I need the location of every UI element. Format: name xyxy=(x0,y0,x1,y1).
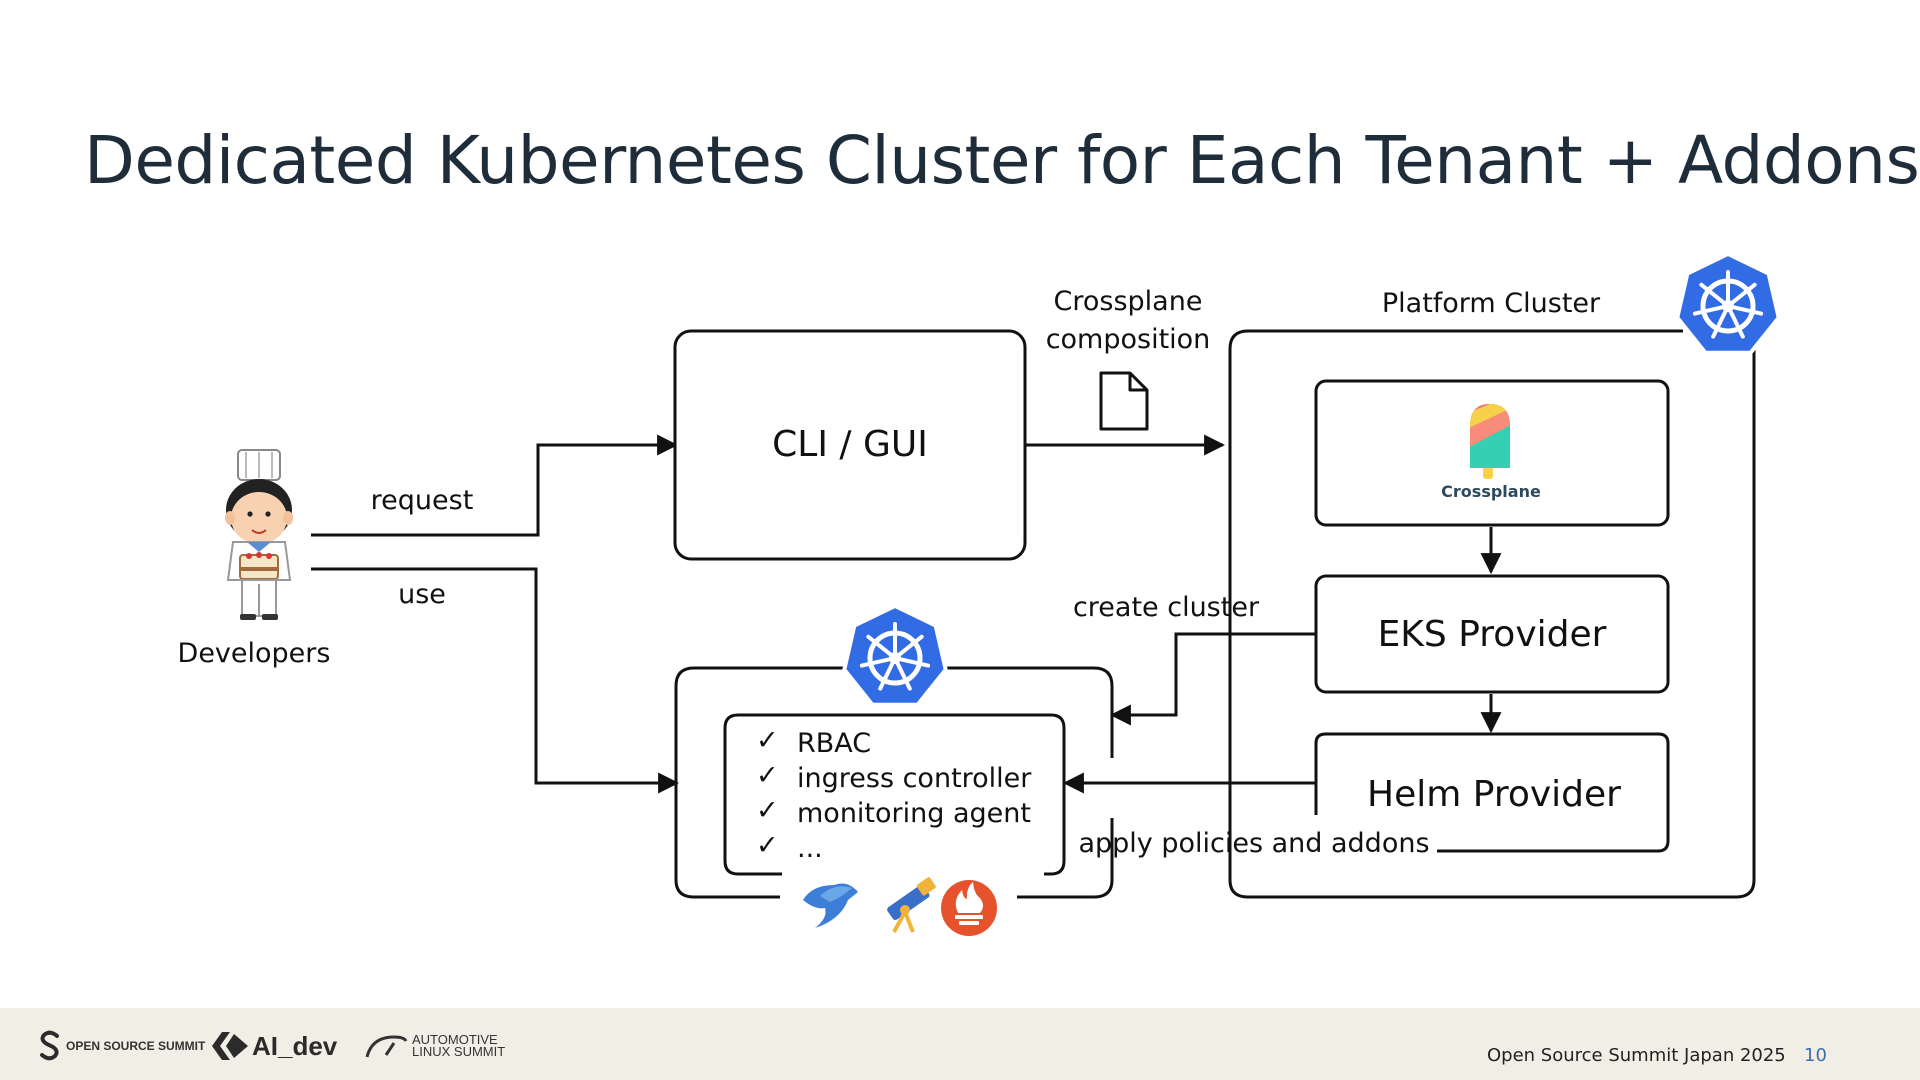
helm-provider-box xyxy=(1314,732,1670,853)
helm-provider-label: Helm Provider xyxy=(1367,774,1621,815)
document-icon xyxy=(1099,371,1149,431)
ai-dev-logo: AI_dev xyxy=(212,1028,337,1064)
kubernetes-icon xyxy=(844,606,945,705)
create-cluster-label: create cluster xyxy=(1073,592,1260,623)
developers-label: Developers xyxy=(178,638,331,669)
check-icon: ✓ xyxy=(756,760,779,791)
oss-logo-text: OPEN SOURCE SUMMIT xyxy=(66,1039,206,1053)
addons-box xyxy=(723,713,1066,876)
kubernetes-icon xyxy=(1677,254,1778,353)
als-logo-line1: AUTOMOTIVE xyxy=(412,1032,498,1047)
telescope-icon xyxy=(887,877,936,933)
als-logo: AUTOMOTIVE LINUX SUMMIT xyxy=(364,1028,505,1064)
page-number: 10 xyxy=(1804,1045,1827,1066)
create-cluster-edge xyxy=(1109,632,1316,726)
check-icon: ✓ xyxy=(756,830,779,861)
platform-cluster-box xyxy=(1228,329,1756,899)
developer-chef-icon xyxy=(225,449,293,620)
fluentbit-bird-icon xyxy=(803,883,858,928)
footer-bar: OPEN SOURCE SUMMIT AI_dev AUTOMOTIVE LIN… xyxy=(0,1008,1920,1080)
conference-name: Open Source Summit Japan 2025 xyxy=(1487,1045,1786,1066)
composition-label-line1: Crossplane xyxy=(1054,286,1203,317)
oss-s-icon xyxy=(40,1030,59,1061)
cli-gui-label: CLI / GUI xyxy=(772,424,928,465)
cli-gui-box xyxy=(673,329,1027,561)
addon-item: monitoring agent xyxy=(797,798,1031,829)
crossplane-logo-text: Crossplane xyxy=(1441,482,1541,501)
composition-label-line2: composition xyxy=(1046,324,1211,355)
eks-provider-label: EKS Provider xyxy=(1378,614,1607,655)
use-edge xyxy=(311,567,680,794)
architecture-diagram: Developers request use CLI / GUI Crosspl… xyxy=(178,0,1920,936)
check-icon: ✓ xyxy=(756,725,779,756)
als-logo-line2: LINUX SUMMIT xyxy=(412,1044,506,1059)
platform-cluster-label: Platform Cluster xyxy=(1382,288,1601,319)
speedometer-icon xyxy=(365,1035,408,1058)
addon-item: RBAC xyxy=(797,728,871,759)
request-label: request xyxy=(371,485,474,516)
addon-item: ingress controller xyxy=(797,763,1032,794)
request-edge xyxy=(311,434,679,537)
ai-dev-mark-icon xyxy=(212,1032,248,1060)
tenant-cluster-box xyxy=(674,666,1114,899)
use-label: use xyxy=(398,579,446,610)
oss-japan-logo: OPEN SOURCE SUMMIT xyxy=(38,1028,205,1064)
prometheus-icon xyxy=(941,880,997,936)
check-icon: ✓ xyxy=(756,795,779,826)
apply-label: apply policies and addons xyxy=(1078,828,1429,859)
addon-item: ... xyxy=(797,833,823,864)
ai-dev-logo-text: AI_dev xyxy=(252,1030,338,1061)
slide-title: Dedicated Kubernetes Cluster for Each Te… xyxy=(84,122,1920,199)
